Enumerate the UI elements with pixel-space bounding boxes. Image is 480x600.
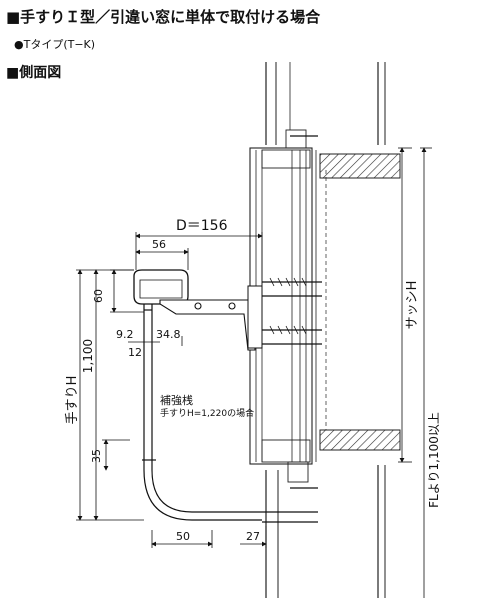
wall-left — [265, 62, 291, 598]
reinforcement-sub-label: 手すりH=1,220の場合 — [160, 407, 254, 419]
dim-27: 27 — [246, 530, 260, 543]
window-sill-bottom — [319, 429, 401, 451]
floor-level-label: FLより1,100以上 — [427, 412, 441, 508]
handrail-top — [133, 269, 189, 305]
section-heading: ■側面図 — [6, 65, 62, 81]
dim-50: 50 — [176, 530, 190, 543]
dim-35: 35 — [90, 449, 103, 463]
dim-12: 12 — [128, 346, 142, 359]
page-title: ■手すりＩ型／引違い窓に単体で取付ける場合 — [6, 8, 321, 26]
dim-1100: 1,100 — [81, 339, 95, 373]
type-subtitle: ●Tタイプ(T−K) — [14, 38, 96, 51]
dim-60: 60 — [92, 289, 105, 303]
dim-9-2: 9.2 — [116, 328, 134, 341]
dim-56: 56 — [152, 238, 166, 251]
handrail-height-label: 手すりH — [65, 376, 80, 425]
wall-right — [377, 62, 386, 598]
sash-height-label: サッシH — [405, 281, 420, 330]
dim-d-label: D＝156 — [176, 218, 228, 234]
reinforcement-label: 補強桟 — [160, 393, 193, 407]
anchor-screws — [262, 135, 322, 523]
dim-34-8: 34.8 — [156, 328, 181, 341]
dimension-lines — [76, 147, 432, 598]
handrail-bracket — [159, 285, 263, 351]
handrail-post — [142, 304, 262, 521]
sash-frame — [249, 129, 327, 483]
window-sill-top — [319, 153, 401, 179]
